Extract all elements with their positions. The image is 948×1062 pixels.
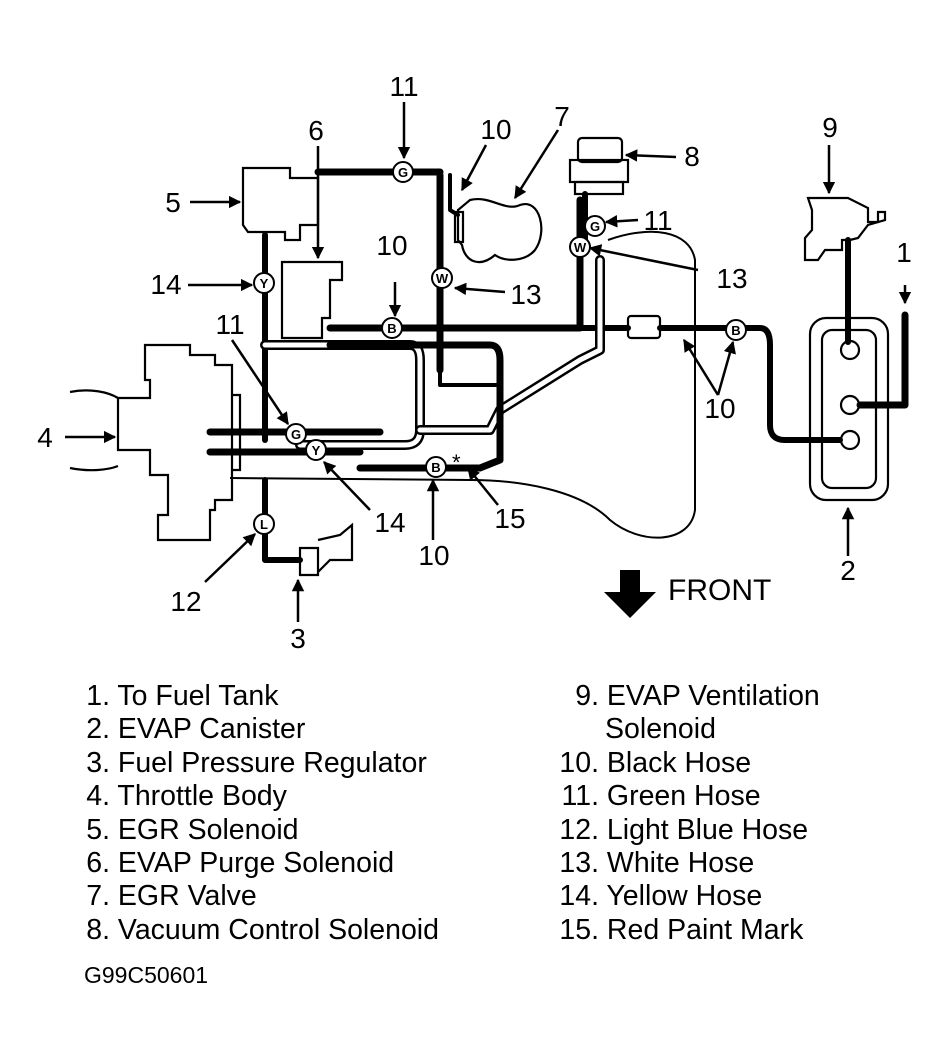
tag-green-top: G (398, 165, 408, 180)
legend-item: 1. To Fuel Tank (86, 680, 279, 712)
hose-tags: G W G W Y B B G Y B L * (253, 161, 747, 535)
legend-item: 3. Fuel Pressure Regulator (86, 746, 427, 779)
evap-ventilation-solenoid (803, 196, 887, 262)
legend-item: 5. EGR Solenoid (86, 813, 299, 846)
legend-item: 12. Light Blue Hose (559, 813, 809, 846)
red-paint-mark: * (452, 450, 461, 475)
tag-green-right: G (590, 219, 600, 234)
figure-code: G99C50601 (84, 962, 209, 988)
callout-10-top: 10 (480, 114, 511, 145)
fuel-pressure-regulator (298, 522, 354, 577)
tag-black-right: B (731, 323, 740, 338)
callout-13-right: 13 (716, 263, 747, 294)
front-label: FRONT (668, 574, 771, 607)
callout-14-top: 14 (150, 269, 181, 300)
callout-14-lower: 14 (374, 507, 405, 538)
callout-13-center: 13 (510, 279, 541, 310)
front-indicator: FRONT (604, 570, 771, 618)
callout-1: 1 (896, 237, 912, 268)
callout-8: 8 (684, 141, 700, 172)
legend-item: 14. Yellow Hose (559, 880, 763, 913)
tag-light-blue: L (260, 517, 268, 532)
callout-7: 7 (554, 101, 570, 132)
legend-right-column: 9. EVAP Ventilation Solenoid 10. Black H… (545, 680, 820, 947)
egr-valve (453, 197, 543, 264)
evap-purge-solenoid (280, 260, 344, 340)
legend-item: 11. Green Hose (561, 780, 761, 813)
legend-item: 10. Black Hose (559, 746, 752, 779)
vacuum-hose-diagram: G W G W Y B B G Y B L * (37, 71, 912, 654)
hoses (206, 168, 909, 563)
tag-black-center: B (387, 321, 396, 336)
legend-item: 2. EVAP Canister (86, 713, 306, 746)
leader-lines (65, 102, 912, 622)
callout-6: 6 (308, 115, 324, 146)
legend-item: 4. Throttle Body (86, 780, 287, 813)
legend-item: 9. EVAP Ventilation (575, 680, 820, 712)
callout-11-right: 11 (643, 205, 672, 236)
callout-3: 3 (290, 623, 306, 654)
tag-white-right: W (574, 240, 587, 255)
callout-15: 15 (494, 503, 525, 534)
legend-item-continuation: Solenoid (605, 713, 716, 746)
tag-yellow-left: Y (260, 276, 269, 291)
evap-canister (808, 316, 890, 502)
callout-numbers: 11 6 10 7 8 9 5 11 10 1 13 14 13 11 10 4… (37, 71, 912, 654)
callout-12: 12 (170, 586, 201, 617)
legend-item: 13. White Hose (559, 847, 755, 880)
engine-outline (229, 230, 696, 539)
callout-5: 5 (165, 187, 181, 218)
legend-left-column: 1. To Fuel Tank 2. EVAP Canister 3. Fuel… (74, 680, 439, 947)
inline-filter (626, 314, 662, 340)
legend-item: 7. EGR Valve (86, 880, 257, 913)
callout-4: 4 (37, 422, 53, 453)
front-arrow-icon (604, 570, 656, 618)
tag-yellow-lower: Y (312, 443, 321, 458)
legend-item: 15. Red Paint Mark (559, 913, 804, 946)
callout-11-top: 11 (389, 71, 418, 102)
callout-9: 9 (822, 112, 838, 143)
egr-solenoid (241, 166, 320, 242)
callout-10-right: 10 (704, 393, 735, 424)
throttle-body (69, 343, 242, 542)
vacuum-control-solenoid (568, 136, 630, 196)
tag-green-lower: G (291, 427, 301, 442)
tag-black-lower: B (431, 460, 440, 475)
tag-white-center: W (436, 271, 449, 286)
legend-item: 8. Vacuum Control Solenoid (86, 913, 439, 946)
callout-10-mid: 10 (376, 230, 407, 261)
legend-item: 6. EVAP Purge Solenoid (86, 847, 395, 880)
callout-11-lower: 11 (215, 309, 244, 340)
callout-2: 2 (840, 555, 856, 586)
callout-10-lower: 10 (418, 540, 449, 571)
